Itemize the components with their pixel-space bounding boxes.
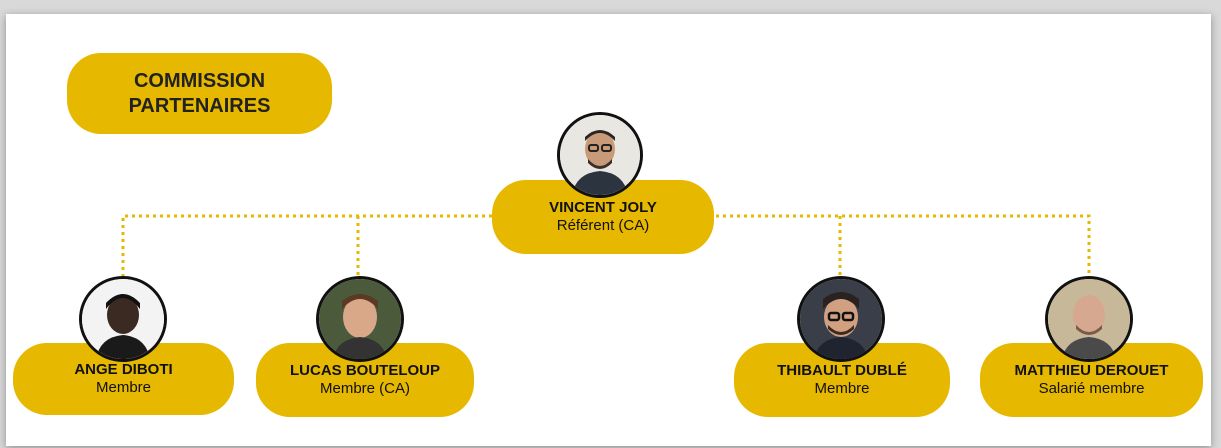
connector-lead-right: [716, 214, 1091, 276]
member-name: MATTHIEU DEROUET: [1014, 362, 1169, 379]
member-name: ANGE DIBOTI: [74, 361, 173, 378]
person-icon: [82, 279, 164, 359]
member-role: Membre: [95, 379, 151, 396]
member-avatar-ange-diboti: [79, 276, 167, 362]
member-avatar-thibault-duble: [797, 276, 885, 362]
title-line-1: COMMISSION: [133, 69, 266, 92]
slide: COMMISSION PARTENAIRES VINCENT JOLY Réfé…: [6, 14, 1211, 446]
connector-lead-left: [121, 214, 492, 276]
member-avatar-matthieu-derouet: [1045, 276, 1133, 362]
title-line-2: PARTENAIRES: [128, 94, 271, 117]
member-role: Salarié membre: [1038, 380, 1145, 397]
person-icon: [800, 279, 882, 359]
lead-avatar: [557, 112, 643, 198]
connector-lines: [121, 214, 1091, 276]
person-icon: [319, 279, 401, 359]
member-avatar-lucas-bouteloup: [316, 276, 404, 362]
member-name: THIBAULT DUBLÉ: [777, 362, 907, 379]
member-role: Membre (CA): [319, 380, 410, 397]
member-name: LUCAS BOUTELOUP: [290, 362, 440, 379]
lead-name: VINCENT JOLY: [549, 199, 657, 216]
lead-role: Référent (CA): [556, 217, 650, 234]
person-icon: [560, 115, 640, 195]
commission-title-badge: COMMISSION PARTENAIRES: [67, 53, 332, 134]
member-role: Membre: [814, 380, 870, 397]
person-icon: [1048, 279, 1130, 359]
